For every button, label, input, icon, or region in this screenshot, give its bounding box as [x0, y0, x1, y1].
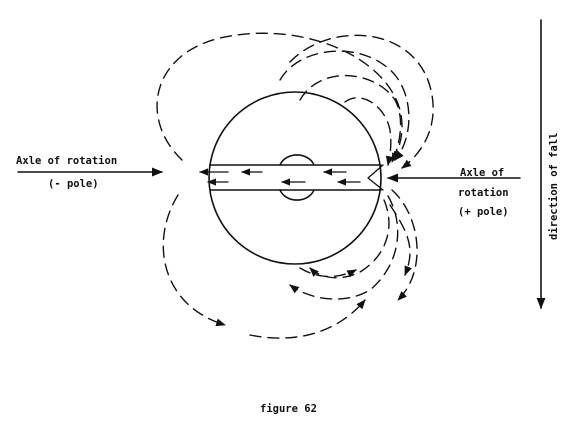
- field-loops: [156, 32, 434, 339]
- direction-of-fall-label: direction of fall: [548, 133, 560, 240]
- right-axle-label-line1: Axle of: [460, 167, 504, 179]
- right-axle-label-line3: (+ pole): [458, 206, 509, 218]
- axle-tube: [209, 154, 382, 201]
- left-axle-label-line2: (- pole): [48, 178, 99, 190]
- left-axle-label-line1: Axle of rotation: [16, 155, 117, 167]
- internal-axle-arrows: [199, 164, 384, 191]
- right-axle-label-line2: rotation: [458, 187, 509, 199]
- sphere-outline: [208, 91, 382, 265]
- figure-caption: figure 62: [260, 403, 317, 415]
